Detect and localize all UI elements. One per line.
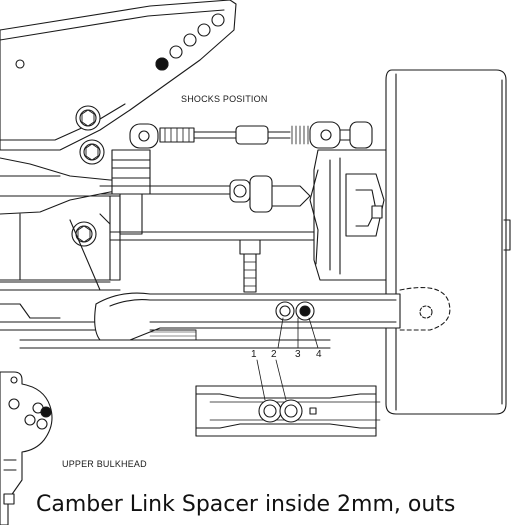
upper-bulkhead-label: UPPER BULKHEAD [62, 459, 147, 469]
shock-absorber [111, 149, 151, 235]
ball-stud-1 [75, 105, 101, 131]
steering-rod [99, 175, 321, 293]
selected-bulkhead-hole [40, 406, 52, 418]
shocks-position-label: SHOCKS POSITION [181, 94, 268, 104]
caption-text: Camber Link Spacer inside 2mm, outs [36, 492, 456, 517]
hole-leaders [256, 317, 319, 401]
selected-lower-hole [299, 305, 311, 317]
upper-bulkhead [0, 371, 53, 525]
selected-shock-hole [155, 57, 169, 71]
hole-number-1: 1 [251, 349, 257, 360]
lower-arm [94, 287, 451, 341]
hole-number-3: 3 [295, 349, 301, 360]
wheel [385, 69, 511, 415]
arm-detail-view [195, 385, 381, 437]
ball-stud-2 [79, 139, 105, 165]
hole-number-4: 4 [316, 349, 322, 360]
hub-upright [309, 149, 393, 281]
hole-number-2: 2 [271, 349, 277, 360]
shock-tower [0, 0, 237, 151]
camber-link [129, 121, 373, 149]
upper-arm [0, 157, 131, 291]
